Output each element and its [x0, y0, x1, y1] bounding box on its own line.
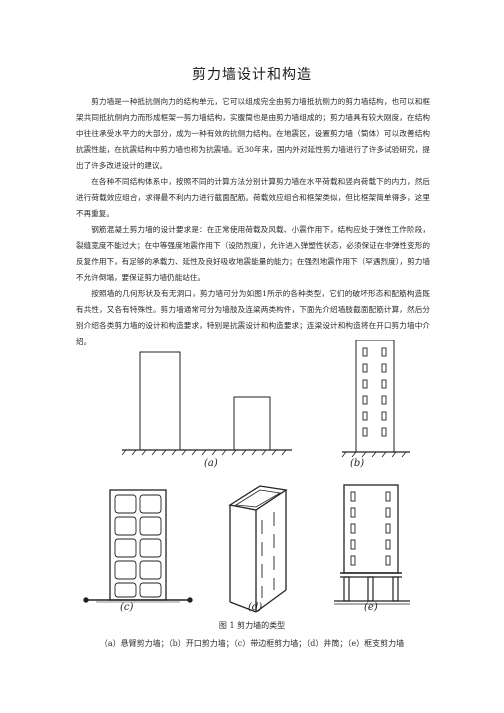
- figure-subcaption: （a）悬臂剪力墙；（b）开口剪力墙；（c）带边框剪力墙；（d）井筒；（e）框支剪…: [99, 639, 405, 648]
- shear-wall-types-figure: (a) (b) (c) (d) (e): [80, 340, 430, 616]
- paragraph-2: 在各种不同结构体系中，按照不同的计算方法分别计算剪力墙在水平荷载和竖向荷载下的内…: [76, 177, 430, 218]
- body-text: 剪力墙是一种抵抗侧向力的结构单元，它可以组成完全由剪力墙抵抗侧力的剪力墙结构，也…: [76, 94, 430, 350]
- label-e: (e): [364, 602, 378, 613]
- figure-caption: 图 1 剪力墙的类型: [218, 621, 286, 630]
- label-a: (a): [204, 458, 218, 469]
- drawing-b-open-wall: [341, 340, 410, 458]
- paragraph-4: 按照墙的几何形状及有无洞口，剪力墙可分为如图1所示的各种类型，它们的破坏形态和配…: [76, 289, 430, 346]
- label-b: (b): [350, 458, 365, 469]
- figure-drawing: [83, 340, 410, 613]
- paragraph-1: 剪力墙是一种抵抗侧向力的结构单元，它可以组成完全由剪力墙抵抗侧力的剪力墙结构，也…: [76, 97, 430, 170]
- drawing-a-cantilever-wall: [121, 351, 292, 456]
- drawing-e-frame-supported-wall: [334, 484, 410, 605]
- paragraph-3: 钢筋混凝土剪力墙的设计要求是：在正常使用荷载及风载、小震作用下，结构应处于弹性工…: [76, 225, 430, 282]
- document-title: 剪力墙设计和构造: [192, 67, 312, 83]
- label-c: (c): [120, 602, 134, 613]
- label-d: (d): [248, 602, 263, 613]
- drawing-d-core-tube: [228, 485, 288, 613]
- drawing-c-framed-wall: [83, 489, 193, 603]
